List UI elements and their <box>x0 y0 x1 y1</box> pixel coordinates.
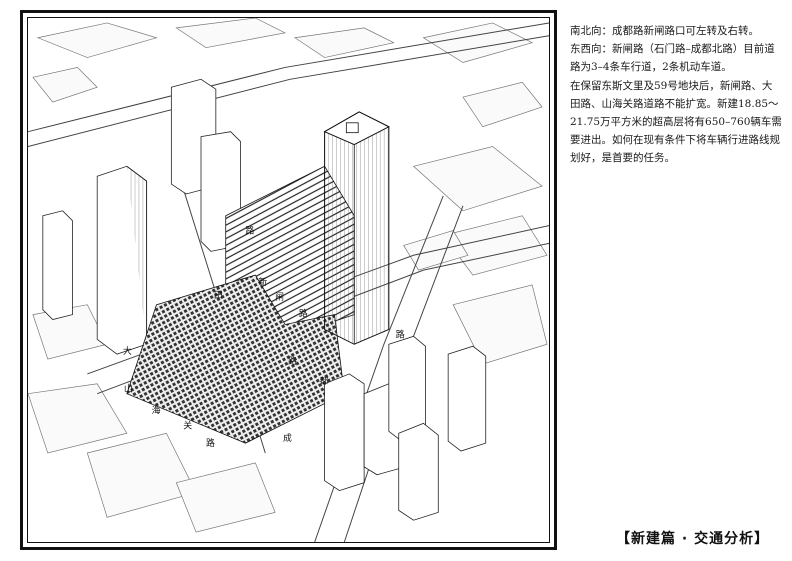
site-drawing: 路 新 闸 路 田 大 山 海 关 路 成 都 路 路 <box>28 18 549 542</box>
super-highrise-tower <box>323 111 390 345</box>
map-frame: 路 新 闸 路 田 大 山 海 关 路 成 都 路 路 <box>20 10 557 550</box>
section-caption: 【新建篇 · 交通分析】 <box>616 531 770 547</box>
road-label: 山 <box>124 384 133 395</box>
paragraph-north-south: 南北向：成都路新闸路口可左转及右转。 <box>570 25 759 37</box>
road-labels: 路 新 闸 路 田 大 山 海 关 路 成 都 路 路 <box>123 225 405 450</box>
road-label: 路 <box>396 328 405 340</box>
left-towers <box>42 78 241 355</box>
road-label: 路 <box>206 437 215 449</box>
aerial-axonometric-drawing: 路 新 闸 路 田 大 山 海 关 路 成 都 路 路 <box>27 17 550 543</box>
road-label: 大 <box>123 345 132 357</box>
road-label: 成 <box>283 432 292 444</box>
road-label: 路 <box>245 225 254 237</box>
road-label: 新 <box>258 276 267 288</box>
road-label: 田 <box>214 290 223 301</box>
paragraph-east-west: 东西向：新闸路（石门路–成都北路）目前道路为3–4条车行道，2条机动车道。 <box>570 43 775 74</box>
historic-lane-block <box>126 165 355 444</box>
context-buildings <box>28 18 548 533</box>
road-label: 闸 <box>275 292 284 303</box>
paragraph-planning: 在保留东斯文里及59号地块后，新闸路、大田路、山海关路道路不能扩宽。新建18.8… <box>570 79 782 165</box>
road-label: 路 <box>288 355 297 367</box>
traffic-analysis-text: 南北向：成都路新闸路口可左转及右转。 东西向：新闸路（石门路–成都北路）目前道路… <box>570 22 782 168</box>
road-label: 海 <box>152 404 161 416</box>
lower-right-towers <box>324 335 487 521</box>
road-label: 关 <box>183 419 192 431</box>
road-label: 路 <box>299 308 308 320</box>
road-label: 都 <box>320 376 329 387</box>
